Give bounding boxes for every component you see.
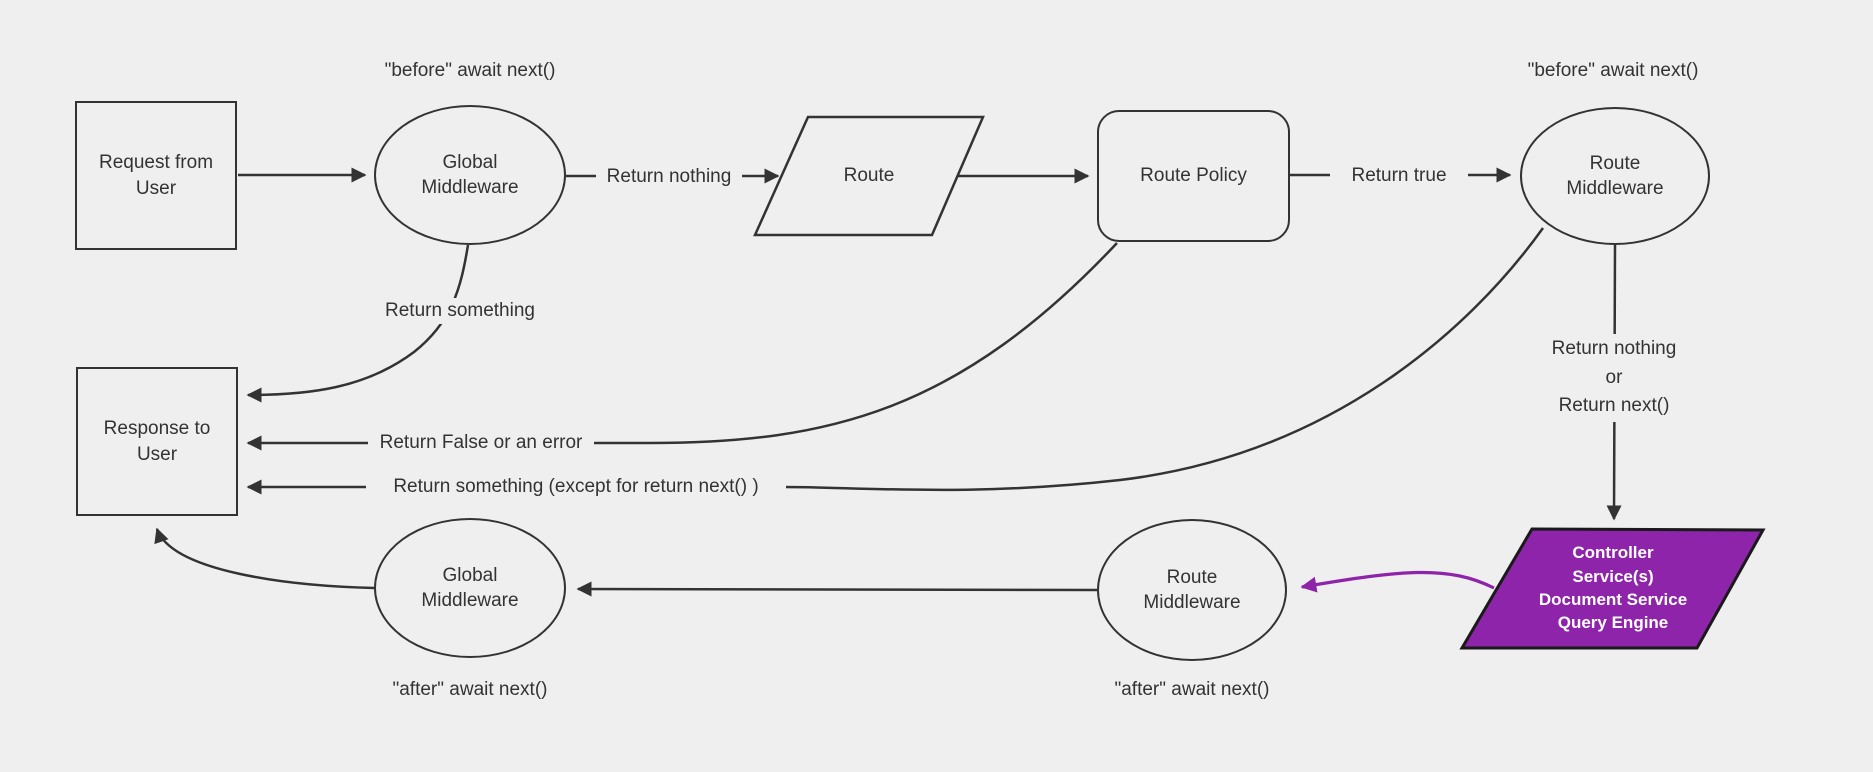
label-return-nothing-or-next: Return nothing or Return next(): [1528, 334, 1700, 422]
edge-route-middleware-bottom-to-global-middleware-bottom: [576, 581, 1098, 597]
label-after-await-next-right: "after" await next(): [1114, 679, 1270, 701]
node-route-middleware-top: Route Middleware: [1520, 107, 1710, 245]
label-after-await-next-left: "after" await next(): [392, 679, 548, 701]
label-return-nothing: Return nothing: [596, 164, 742, 190]
node-route-middleware-bottom: Route Middleware: [1097, 519, 1287, 661]
edge-route-policy-to-response: [246, 242, 1118, 451]
route-parallelogram-shape: [753, 115, 985, 237]
node-request-from-user: Request from User: [75, 101, 237, 250]
node-route-policy: Route Policy: [1097, 110, 1290, 242]
edge-global-middleware-to-response: [246, 244, 470, 403]
node-controller-services-label: Controller Service(s) Document Service Q…: [1538, 543, 1688, 633]
edge-global-middleware-bottom-to-response: [154, 527, 375, 590]
label-return-something-except: Return something (except for return next…: [366, 474, 786, 500]
edge-route-middleware-to-response: [246, 227, 1545, 495]
label-before-await-next-left: "before" await next(): [384, 60, 556, 82]
edge-controller-to-route-middleware-bottom: [1300, 570, 1495, 593]
label-return-something: Return something: [370, 298, 550, 324]
node-global-middleware-top: Global Middleware: [374, 105, 566, 245]
node-route-label: Route: [843, 165, 895, 187]
label-before-await-next-right: "before" await next(): [1527, 60, 1699, 82]
controller-parallelogram-shape: [1459, 527, 1766, 650]
node-response-to-user: Response to User: [76, 367, 238, 516]
label-return-false-or-error: Return False or an error: [368, 430, 594, 456]
label-return-true: Return true: [1330, 163, 1468, 189]
node-global-middleware-bottom: Global Middleware: [374, 518, 566, 658]
